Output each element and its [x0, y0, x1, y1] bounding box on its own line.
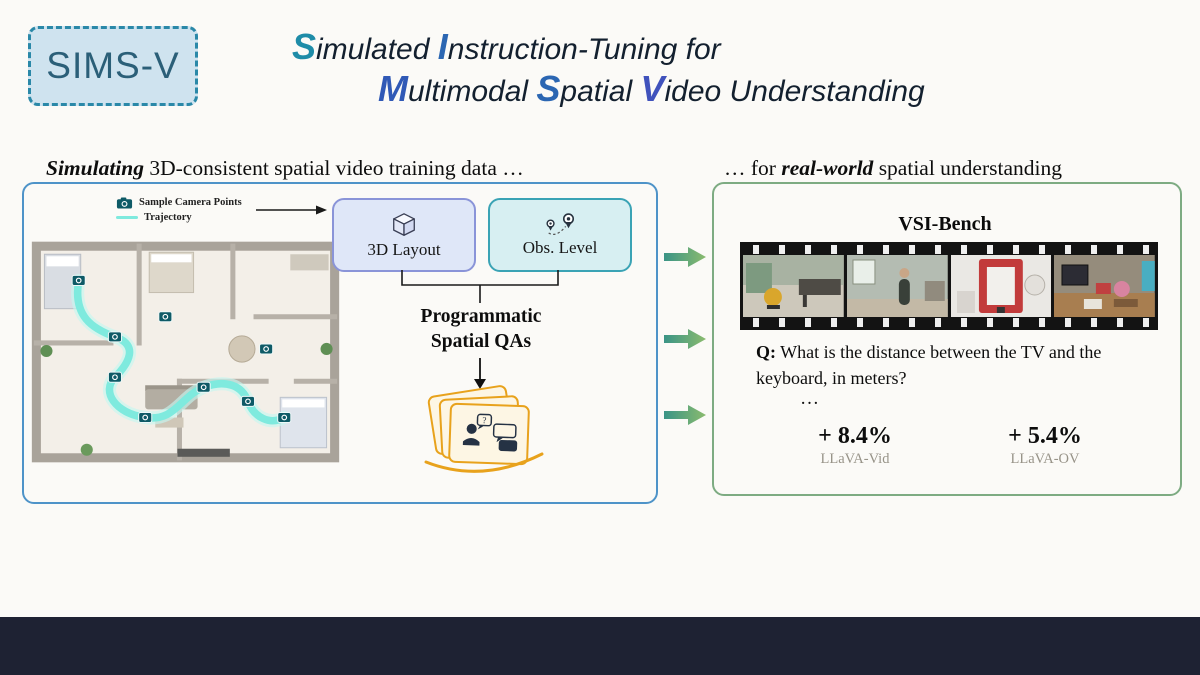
title-cap: M — [378, 68, 408, 109]
legend-camera-row: Sample Camera Points — [116, 195, 242, 210]
programmatic-line-1: Programmatic — [420, 306, 542, 327]
title-line-2: Multimodal Spatial Video Understanding — [378, 68, 925, 110]
left-heading-rest: 3D-consistent spatial video training dat… — [144, 156, 524, 180]
film-frame-room — [846, 255, 948, 317]
programmatic-line-2: Spatial QAs — [430, 331, 532, 353]
qa-cards-stack: ? — [423, 384, 547, 480]
flow-arrow-icon — [664, 329, 706, 349]
ellipsis-text: … — [800, 388, 821, 409]
orange-swoosh — [424, 452, 544, 473]
legend-camera-label: Sample Camera Points — [139, 197, 242, 208]
left-panel-heading: Simulating 3D-consistent spatial video t… — [46, 156, 524, 181]
flow-arrow-icon — [664, 247, 706, 267]
bottom-letterbox-band — [0, 617, 1200, 675]
result-model: LLaVA-Vid — [820, 451, 890, 467]
result-delta: + 5.4% — [1008, 423, 1082, 449]
right-heading-emphasis: real-world — [781, 156, 874, 180]
title-cap: V — [640, 68, 665, 109]
3d-layout-label: 3D Layout — [367, 239, 441, 259]
flow-arrow-icon — [664, 405, 706, 425]
qa-card-front: ? — [447, 402, 531, 466]
qa-cards-icon: ? — [462, 413, 518, 452]
title-cap: S — [536, 68, 561, 109]
left-panel — [22, 182, 658, 504]
result-delta: + 8.4% — [818, 423, 892, 449]
film-frames — [743, 255, 1155, 317]
camera-icon — [116, 196, 133, 209]
video-film-strip — [740, 242, 1158, 330]
title-text: patial — [560, 75, 641, 108]
title-cap: S — [292, 26, 317, 67]
legend-trajectory-row: Trajectory — [116, 210, 242, 225]
3d-layout-box: 3D Layout — [332, 198, 476, 272]
right-panel-heading: … for real-world spatial understanding — [724, 156, 1062, 181]
title-text: ultimodal — [408, 75, 537, 108]
legend: Sample Camera Points Trajectory — [116, 195, 242, 225]
question-text: What is the distance between the TV and … — [756, 342, 1102, 388]
title-text: imulated — [316, 33, 438, 66]
svg-text:?: ? — [482, 415, 486, 425]
benchmark-question: Q: What is the distance between the TV a… — [756, 340, 1134, 391]
right-panel — [712, 182, 1182, 496]
map-pins-icon — [546, 213, 575, 235]
down-arrow-icon — [474, 358, 486, 389]
title-text: ideo Understanding — [664, 75, 925, 108]
legend-trajectory-label: Trajectory — [144, 212, 192, 223]
film-frame-desk — [1054, 255, 1155, 317]
film-sprockets-top — [743, 245, 1155, 254]
legend-arrow-icon — [256, 205, 327, 215]
film-frame-office — [743, 255, 844, 317]
obs-level-label: Obs. Level — [522, 238, 598, 257]
obs-level-box: Obs. Level — [488, 198, 632, 272]
camera-markers — [71, 274, 292, 424]
floorplan-image — [31, 241, 340, 463]
title-line-1: Simulated Instruction-Tuning for — [292, 26, 721, 68]
results-row: + 8.4% LLaVA-Vid + 5.4% LLaVA-OV — [770, 423, 1130, 468]
cube-icon — [393, 212, 415, 236]
film-sprockets-bottom — [743, 318, 1155, 327]
bracket-connector — [401, 270, 559, 303]
question-prefix: Q: — [756, 342, 776, 362]
title-text: nstruction-Tuning for — [447, 33, 721, 66]
right-heading-pre: … for — [724, 156, 782, 180]
result-llava-ov: + 5.4% LLaVA-OV — [960, 423, 1130, 468]
film-frame-machine — [950, 255, 1052, 317]
trajectory-swatch — [116, 215, 138, 220]
vsi-bench-title: VSI-Bench — [898, 213, 992, 235]
programmatic-qas-label: Programmatic Spatial QAs — [380, 304, 582, 355]
result-model: LLaVA-OV — [1010, 451, 1080, 467]
left-heading-emphasis: Simulating — [46, 156, 144, 180]
right-heading-rest: spatial understanding — [873, 156, 1062, 180]
sims-v-badge: SIMS-V — [28, 26, 198, 106]
result-llava-vid: + 8.4% LLaVA-Vid — [770, 423, 940, 468]
title-cap: I — [437, 26, 448, 67]
